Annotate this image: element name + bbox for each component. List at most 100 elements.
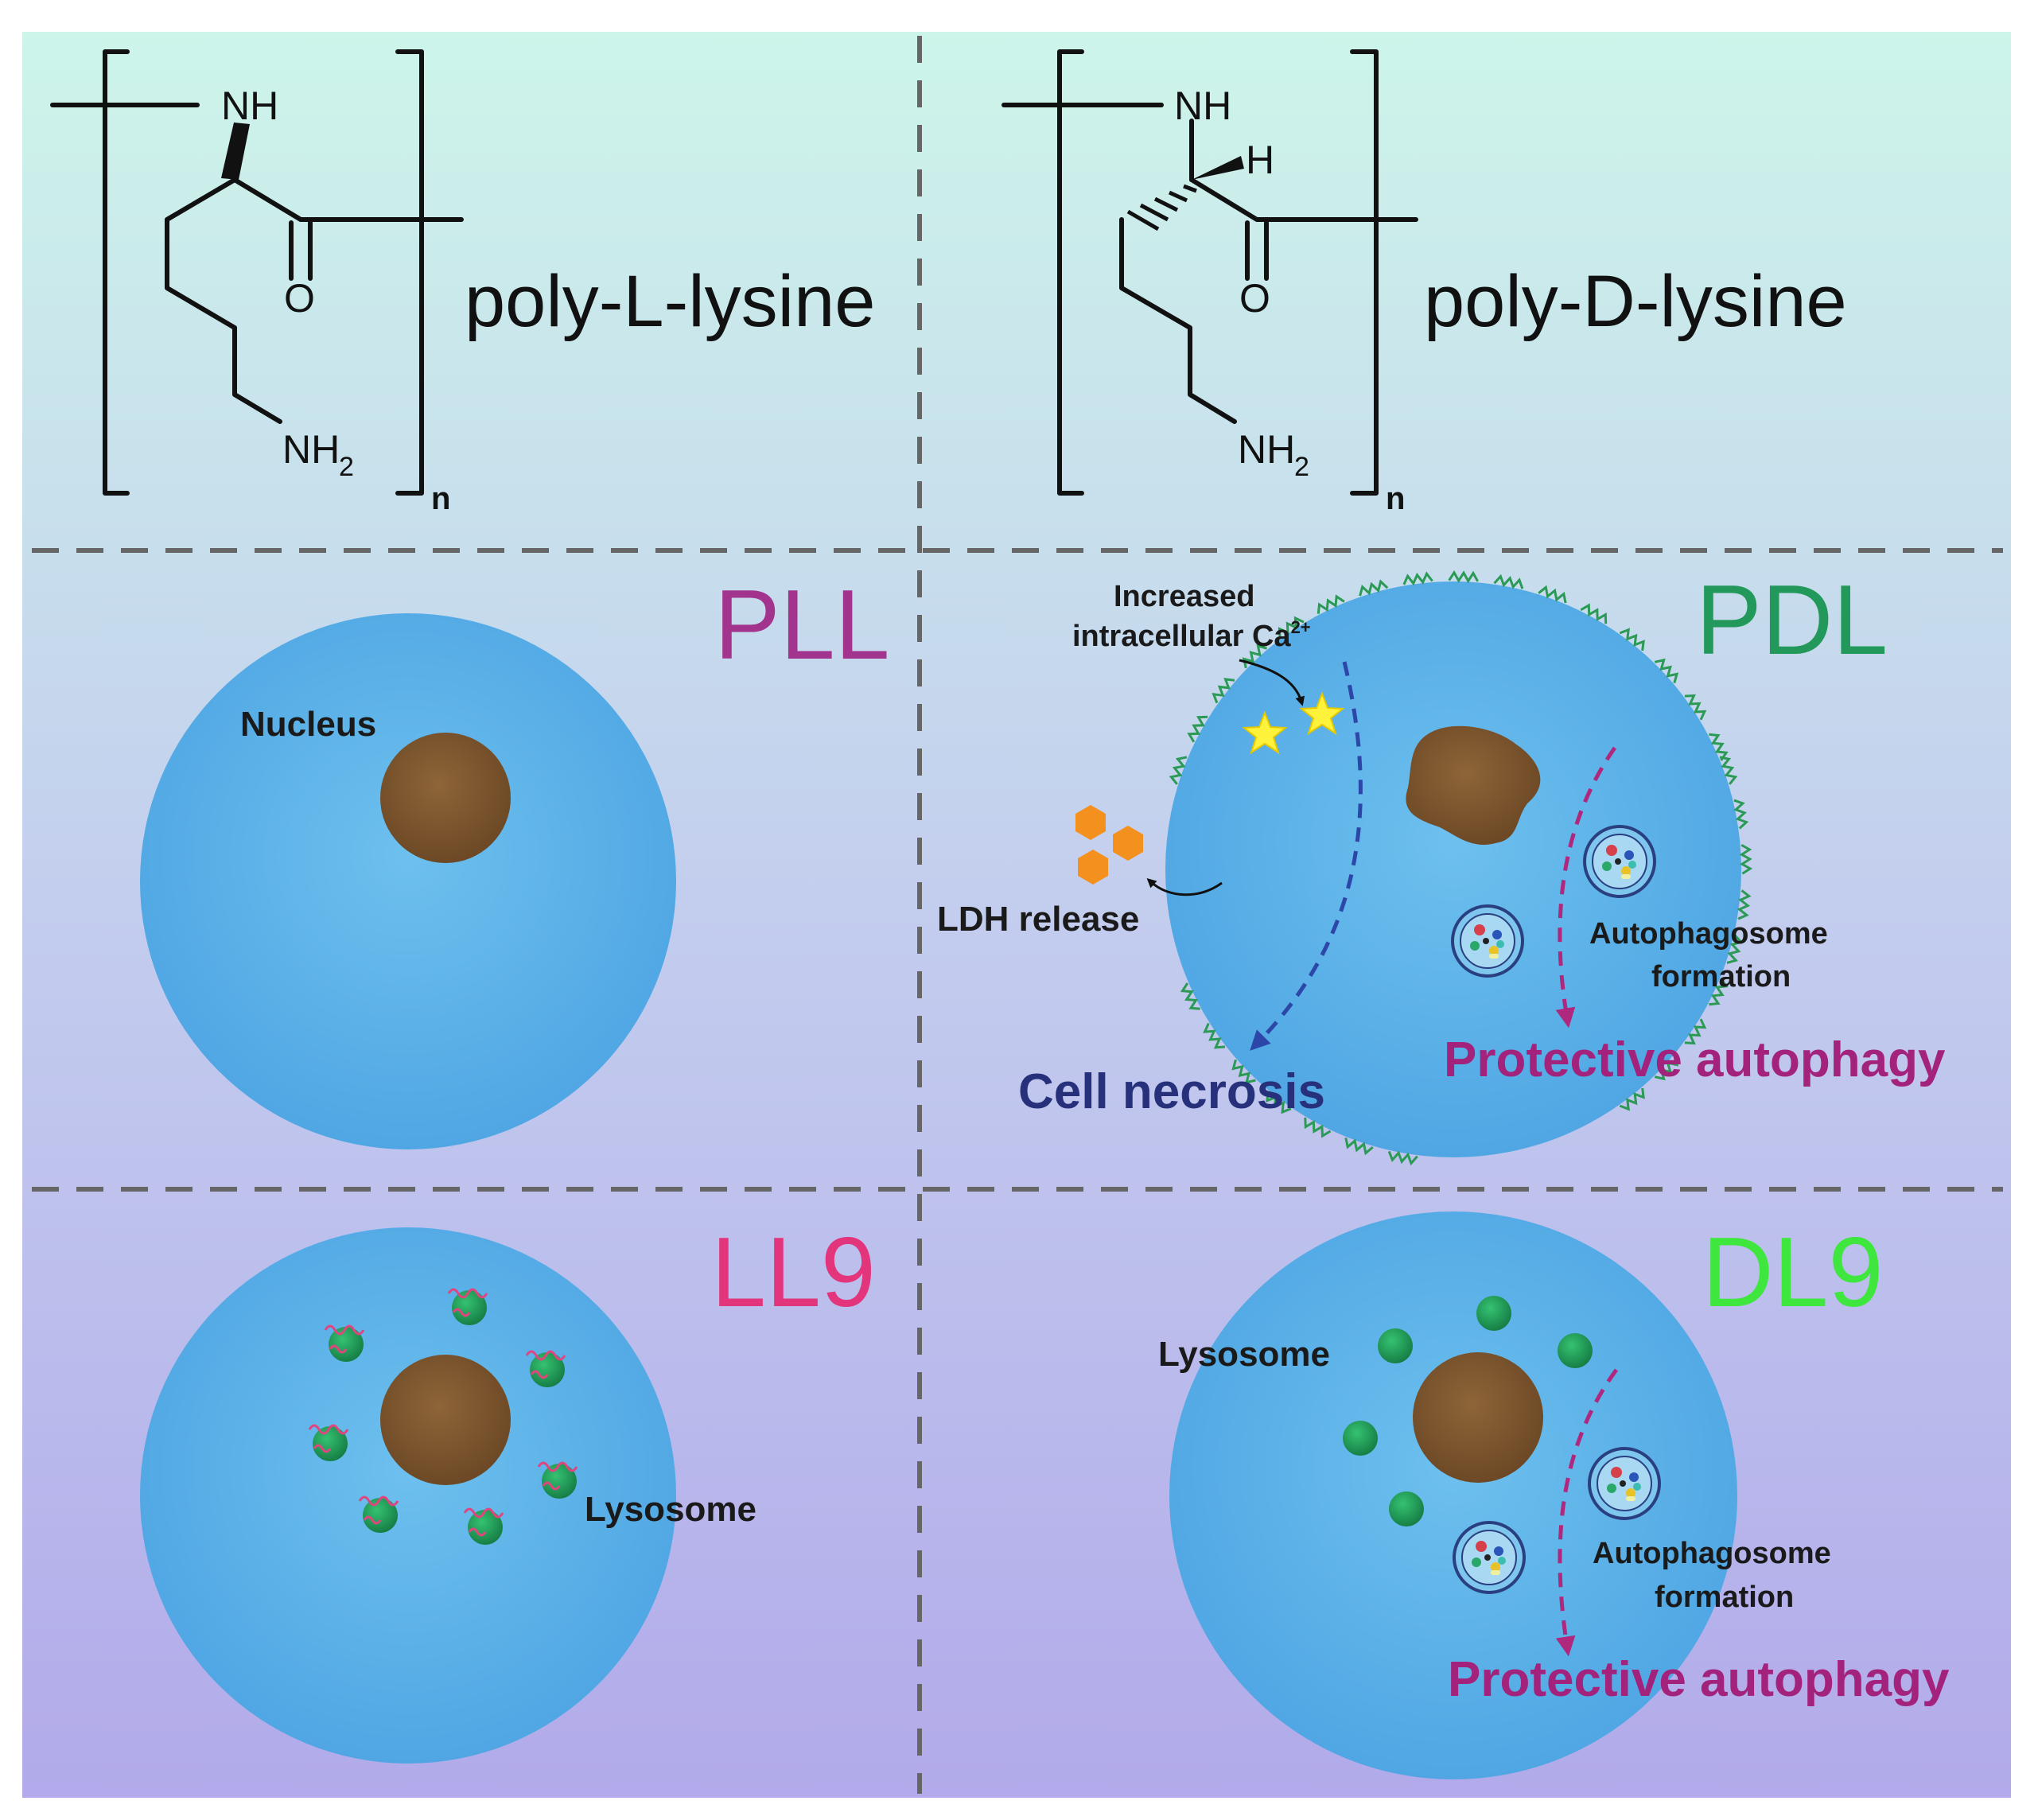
- amine-subscript: 2: [339, 452, 354, 482]
- polymer-squiggle: [1187, 715, 1208, 743]
- calcium-star: [1242, 710, 1288, 755]
- ll9-panel: Lysosome LL9: [140, 1218, 876, 1764]
- pdl-title: PDL: [1696, 566, 1888, 675]
- ldh-molecule: [1113, 826, 1143, 861]
- polymer-squiggle: [1684, 1018, 1707, 1045]
- polymer-squiggle: [1684, 694, 1707, 721]
- autophagosome: [1453, 1521, 1526, 1594]
- calcium-star: [1299, 691, 1345, 736]
- lysosome: [542, 1464, 577, 1499]
- autophagosome-label-line1: Autophagosome: [1589, 917, 1828, 951]
- lysosome: [363, 1498, 398, 1533]
- polymer-squiggle: [1180, 982, 1200, 1010]
- panel-dividers: [32, 36, 2003, 1794]
- dl9-title: DL9: [1702, 1218, 1883, 1328]
- polymer-squiggle: [1726, 934, 1744, 964]
- polymer-squiggle: [1654, 1055, 1679, 1081]
- polymer-chain: [447, 1288, 488, 1317]
- autophagosome-label-line1: Autophagosome: [1593, 1537, 1831, 1570]
- polymer-squiggle: [1739, 843, 1753, 875]
- polymer-squiggle: [1169, 756, 1188, 785]
- lysosome: [530, 1352, 565, 1387]
- autophagosome-label-line2: formation: [1655, 1581, 1794, 1614]
- polymer-squiggle: [1719, 756, 1738, 785]
- polymer-squiggle: [1448, 570, 1480, 584]
- pdl-panel: Increased intracellular Ca2+ LDH release…: [937, 566, 1946, 1166]
- polymer-squiggle: [1317, 594, 1345, 614]
- polymer-squiggle: [1242, 644, 1268, 669]
- protective-autophagy-label: Protective autophagy: [1444, 1032, 1946, 1087]
- polymer-chain: [525, 1350, 566, 1379]
- poly-l-lysine-structure: NH O NH 2 n poly-L-lysine: [50, 49, 875, 516]
- necrosis-arrow: [1250, 661, 1363, 1051]
- cell: [140, 613, 676, 1149]
- calcium-label-line1: Increased: [1114, 580, 1254, 613]
- polymer-squiggle: [1580, 603, 1608, 624]
- polymer-squiggle: [1212, 678, 1235, 704]
- poly-d-lysine-name: poly-D-lysine: [1424, 261, 1847, 342]
- amine-label: NH: [282, 427, 340, 472]
- nh-label: NH: [1174, 84, 1231, 128]
- ldh-molecule: [1078, 850, 1108, 885]
- cell: [1165, 581, 1741, 1157]
- pll-panel: Nucleus PLL: [140, 570, 890, 1149]
- polymer-squiggle: [1619, 628, 1645, 651]
- polymer-chain: [537, 1461, 578, 1491]
- lysosome: [329, 1327, 364, 1362]
- autophagosome: [1583, 825, 1656, 898]
- cell-necrosis-label: Cell necrosis: [1018, 1064, 1325, 1119]
- carbonyl-o-label: O: [284, 276, 315, 321]
- polymer-squiggle: [1709, 978, 1729, 1006]
- polymer-chain: [463, 1507, 504, 1537]
- nucleus: [380, 733, 511, 863]
- poly-d-lysine-structure: NH H O NH 2 n poly-D-lysine: [1001, 49, 1847, 516]
- polymer-squiggle: [1231, 1059, 1256, 1084]
- polymer-squiggle: [1538, 585, 1567, 604]
- autophagosome-label-line2: formation: [1651, 960, 1791, 994]
- nucleus-label: Nucleus: [240, 705, 376, 744]
- repeat-n: n: [431, 481, 450, 516]
- lysosome: [1558, 1333, 1593, 1368]
- lysosome: [1476, 1296, 1511, 1331]
- lysosome: [1389, 1491, 1424, 1526]
- polymer-chain: [324, 1324, 365, 1354]
- polymer-squiggle: [1619, 1087, 1645, 1111]
- ll9-title: LL9: [711, 1218, 876, 1328]
- polymer-squiggle: [1344, 1138, 1374, 1156]
- poly-l-lysine-name: poly-L-lysine: [465, 261, 875, 342]
- polymer-squiggle: [1493, 574, 1524, 589]
- lysosome: [313, 1426, 348, 1461]
- lysosome-label: Lysosome: [1158, 1335, 1330, 1374]
- amine-subscript: 2: [1294, 452, 1309, 482]
- polymer-squiggle: [1654, 658, 1679, 684]
- lysosome: [1378, 1328, 1413, 1363]
- lysosome: [468, 1510, 503, 1545]
- polymer-squiggle: [1387, 1150, 1418, 1166]
- ldh-release-label: LDH release: [937, 900, 1139, 939]
- carbonyl-o-label: O: [1239, 276, 1270, 321]
- polymer-squiggle: [1266, 1091, 1292, 1114]
- polymer-squiggle: [1278, 616, 1305, 639]
- autophagy-arrow: [1555, 746, 1617, 1029]
- nucleus: [380, 1355, 511, 1485]
- lysosome-label: Lysosome: [585, 1490, 756, 1529]
- polymer-squiggle: [1733, 799, 1749, 830]
- amine-label: NH: [1238, 427, 1295, 472]
- damaged-nucleus: [1406, 725, 1541, 845]
- polymer-squiggle: [1709, 733, 1729, 761]
- cell: [1169, 1211, 1737, 1779]
- ldh-molecule: [1075, 805, 1106, 840]
- calcium-label-line2: intracellular Ca2+: [1072, 617, 1311, 653]
- membrane-polymer-coating: [1169, 570, 1753, 1166]
- repeat-n: n: [1386, 481, 1405, 516]
- polymer-squiggle: [1737, 889, 1752, 920]
- dl9-panel: Lysosome Autophagosome formation Protect…: [1158, 1211, 1950, 1779]
- lysosome: [1343, 1421, 1378, 1456]
- protective-autophagy-label: Protective autophagy: [1448, 1652, 1950, 1707]
- polymer-chain: [358, 1495, 399, 1525]
- pll-title: PLL: [714, 570, 890, 680]
- autophagy-arrow: [1555, 1368, 1619, 1657]
- polymer-squiggle: [1359, 579, 1389, 597]
- polymer-chain: [308, 1424, 349, 1453]
